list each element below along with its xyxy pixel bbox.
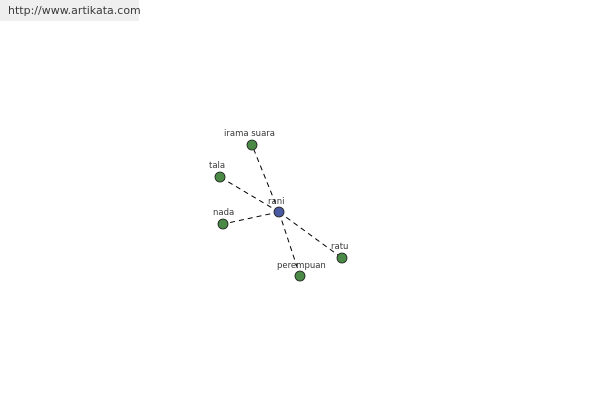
node-ratu[interactable]: ratu: [331, 242, 348, 264]
node-tala-label: tala: [209, 161, 225, 171]
edges-group: [219, 144, 343, 277]
node-ratu-dot[interactable]: [336, 252, 348, 264]
node-rani-label: rani: [268, 197, 284, 207]
edge-rani-perempuan: [278, 211, 301, 277]
node-irama-suara-label: irama suara: [224, 129, 275, 139]
node-rani-center[interactable]: rani: [268, 197, 285, 218]
node-nada-dot[interactable]: [217, 218, 229, 230]
node-nada[interactable]: nada: [213, 208, 234, 230]
node-perempuan-dot[interactable]: [294, 270, 306, 282]
node-ratu-label: ratu: [331, 242, 348, 252]
nodes-group: irama suara tala nada ratu perempuan: [209, 129, 348, 282]
site-url-link[interactable]: http://www.artikata.com: [0, 0, 141, 21]
node-perempuan-label: perempuan: [277, 261, 326, 271]
node-tala-dot[interactable]: [214, 171, 226, 183]
node-perempuan[interactable]: perempuan: [277, 261, 326, 282]
edge-rani-tala: [219, 176, 280, 213]
node-irama-suara-dot[interactable]: [246, 139, 258, 151]
node-rani-dot[interactable]: [273, 206, 285, 218]
node-irama-suara[interactable]: irama suara: [224, 129, 275, 151]
node-nada-label: nada: [213, 208, 234, 218]
edge-rani-ratu: [278, 211, 343, 259]
node-tala[interactable]: tala: [209, 161, 226, 183]
edge-rani-irama-suara: [251, 144, 280, 213]
edge-rani-nada: [222, 211, 280, 225]
